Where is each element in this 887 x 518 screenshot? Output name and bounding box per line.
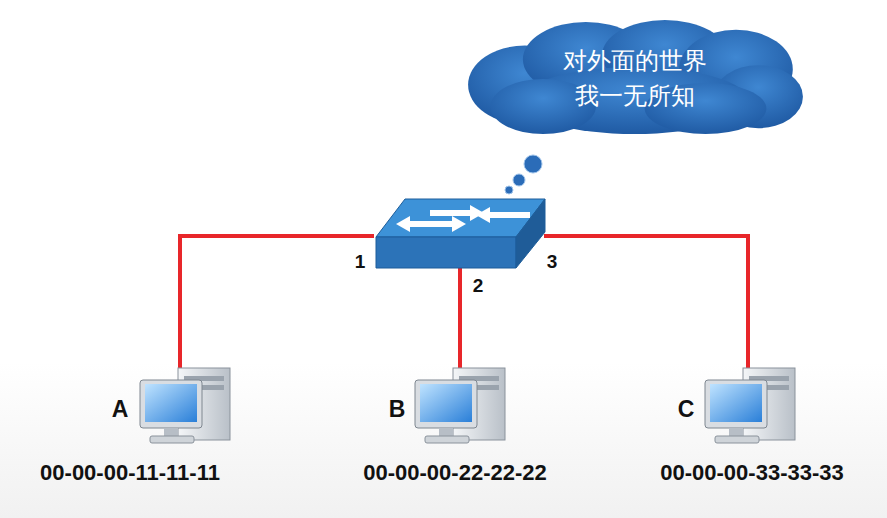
mac-address: 00-00-00-11-11-11 bbox=[40, 461, 220, 485]
host-name: B bbox=[389, 397, 406, 422]
port-number: 2 bbox=[473, 276, 484, 297]
thought-bubbles bbox=[505, 155, 542, 194]
computer-icon bbox=[415, 368, 505, 443]
port-number: 1 bbox=[355, 252, 366, 273]
cloud-shape bbox=[462, 18, 807, 136]
mac-address: 00-00-00-22-22-22 bbox=[363, 461, 546, 485]
switch-icon bbox=[376, 199, 545, 268]
port-number: 3 bbox=[547, 252, 558, 273]
computer-icon bbox=[705, 368, 795, 443]
host-name: C bbox=[678, 397, 695, 422]
computer-icon bbox=[140, 368, 230, 443]
mac-address: 00-00-00-33-33-33 bbox=[660, 461, 843, 485]
thought-cloud: 对外面的世界 我一无所知 bbox=[462, 18, 807, 136]
wire bbox=[180, 236, 748, 374]
cloud-text: 对外面的世界 我一无所知 bbox=[560, 18, 710, 114]
host-name: A bbox=[112, 397, 129, 422]
